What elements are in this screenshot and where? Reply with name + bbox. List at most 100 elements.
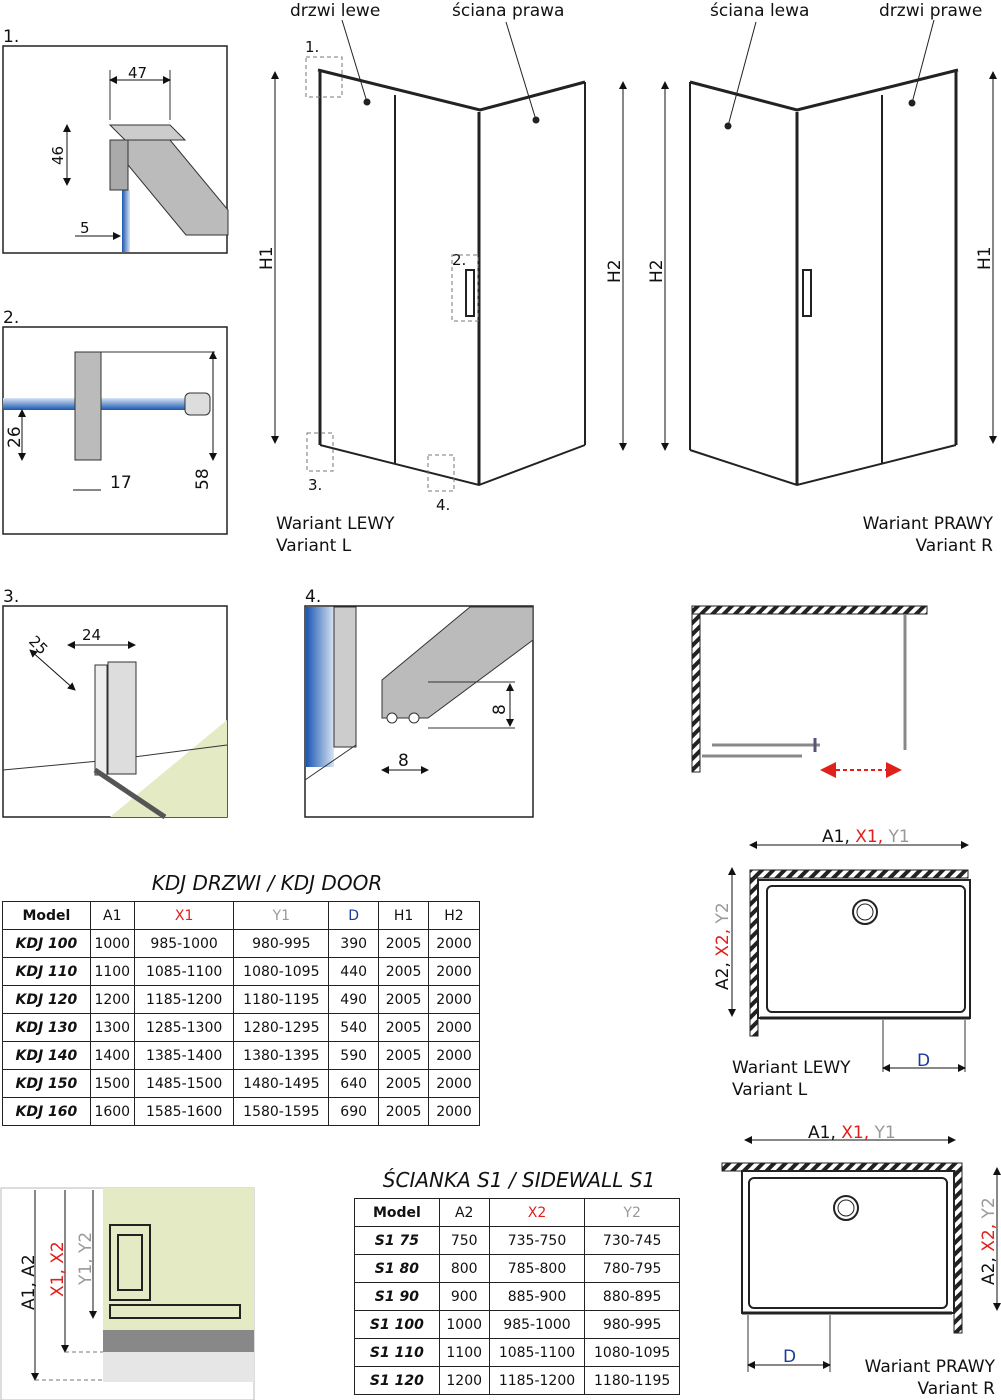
- value-cell: 1080-1095: [233, 957, 330, 986]
- detail-2-number: 2.: [3, 308, 19, 328]
- value-cell: 1185-1200: [488, 1366, 586, 1395]
- value-cell: 1100: [438, 1338, 490, 1367]
- plan-right-en: Variant R: [917, 1379, 995, 1399]
- column-header: H2: [428, 901, 480, 930]
- value-cell: 1080-1095: [584, 1338, 680, 1367]
- dim-8-height: 8: [490, 704, 510, 715]
- callout-1: 1.: [305, 38, 319, 56]
- profile-section: [0, 1187, 255, 1400]
- callout-2: 2.: [452, 251, 466, 269]
- model-cell: S1 100: [354, 1310, 440, 1339]
- callout-4: 4.: [436, 496, 450, 514]
- detail-4: 4. 8 8: [304, 587, 534, 818]
- value-cell: 1200: [89, 985, 135, 1014]
- value-cell: 1485-1500: [133, 1069, 235, 1098]
- enclosure-right-variant: [661, 19, 997, 487]
- value-cell: 785-800: [488, 1254, 586, 1283]
- variant-right-en: Variant R: [915, 536, 993, 556]
- value-cell: 1300: [89, 1013, 135, 1042]
- value-cell: 2000: [428, 1041, 480, 1070]
- value-cell: 1200: [438, 1366, 490, 1395]
- value-cell: 1400: [89, 1041, 135, 1070]
- value-cell: 1285-1300: [133, 1013, 235, 1042]
- section-a-label: A1, A2: [19, 1254, 39, 1310]
- value-cell: 2000: [428, 957, 480, 986]
- plan-left-depth-label: A2, X2, Y2: [713, 902, 733, 990]
- plan-right-width-label: A1, X1, Y1: [808, 1123, 896, 1143]
- value-cell: 2005: [378, 1041, 430, 1070]
- value-cell: 2000: [428, 1013, 480, 1042]
- value-cell: 750: [438, 1226, 490, 1255]
- value-cell: 1000: [438, 1310, 490, 1339]
- value-cell: 1280-1295: [233, 1013, 330, 1042]
- detail-4-number: 4.: [305, 587, 321, 607]
- value-cell: 540: [328, 1013, 380, 1042]
- plan-right-caption: Wariant PRAWY Variant R: [865, 1356, 995, 1400]
- dim-h1-right: H1: [975, 246, 995, 270]
- value-cell: 1085-1100: [133, 957, 235, 986]
- value-cell: 1180-1195: [233, 985, 330, 1014]
- value-cell: 1585-1600: [133, 1097, 235, 1126]
- dim-h2-left: H2: [605, 259, 625, 283]
- value-cell: 985-1000: [133, 929, 235, 958]
- value-cell: 2000: [428, 1069, 480, 1098]
- variant-right-caption: Wariant PRAWY Variant R: [863, 513, 993, 557]
- plan-left-d-label: D: [917, 1051, 930, 1071]
- value-cell: 440: [328, 957, 380, 986]
- value-cell: 490: [328, 985, 380, 1014]
- plan-left-caption: Wariant LEWY Variant L: [732, 1057, 851, 1101]
- variant-left-caption: Wariant LEWY Variant L: [276, 513, 395, 557]
- dim-26: 26: [5, 426, 25, 448]
- value-cell: 900: [438, 1282, 490, 1311]
- value-cell: 730-745: [584, 1226, 680, 1255]
- column-header: Y1: [233, 901, 330, 930]
- model-cell: KDJ 110: [2, 957, 91, 986]
- variant-left-pl: Wariant LEWY: [276, 514, 395, 534]
- value-cell: 2005: [378, 985, 430, 1014]
- detail-1-number: 1.: [3, 27, 19, 47]
- plan-right-d-label: D: [783, 1347, 796, 1367]
- label-wall-right: ściana prawa: [452, 1, 564, 21]
- label-wall-left: ściana lewa: [710, 1, 809, 21]
- value-cell: 885-900: [488, 1282, 586, 1311]
- model-cell: KDJ 120: [2, 985, 91, 1014]
- value-cell: 1100: [89, 957, 135, 986]
- value-cell: 1600: [89, 1097, 135, 1126]
- dim-height-46: 46: [49, 146, 67, 165]
- model-cell: KDJ 160: [2, 1097, 91, 1126]
- value-cell: 1500: [89, 1069, 135, 1098]
- plan-left-width-label: A1, X1, Y1: [822, 827, 910, 847]
- variant-left-en: Variant L: [276, 536, 352, 556]
- value-cell: 390: [328, 929, 380, 958]
- value-cell: 2005: [378, 957, 430, 986]
- detail-2: 2. 58 26 17: [2, 308, 228, 535]
- value-cell: 1185-1200: [133, 985, 235, 1014]
- column-header: A2: [438, 1198, 490, 1227]
- model-cell: S1 120: [354, 1366, 440, 1395]
- label-door-right: drzwi prawe: [879, 1, 982, 21]
- section-y-label: Y1, Y2: [76, 1232, 96, 1286]
- value-cell: 590: [328, 1041, 380, 1070]
- variant-right-pl: Wariant PRAWY: [862, 514, 993, 534]
- label-door-left: drzwi lewe: [290, 1, 380, 21]
- value-cell: 2000: [428, 929, 480, 958]
- value-cell: 985-1000: [488, 1310, 586, 1339]
- column-header: X2: [488, 1198, 586, 1227]
- top-view-left: [728, 841, 971, 1072]
- value-cell: 2000: [428, 1097, 480, 1126]
- value-cell: 2000: [428, 985, 480, 1014]
- model-cell: S1 80: [354, 1254, 440, 1283]
